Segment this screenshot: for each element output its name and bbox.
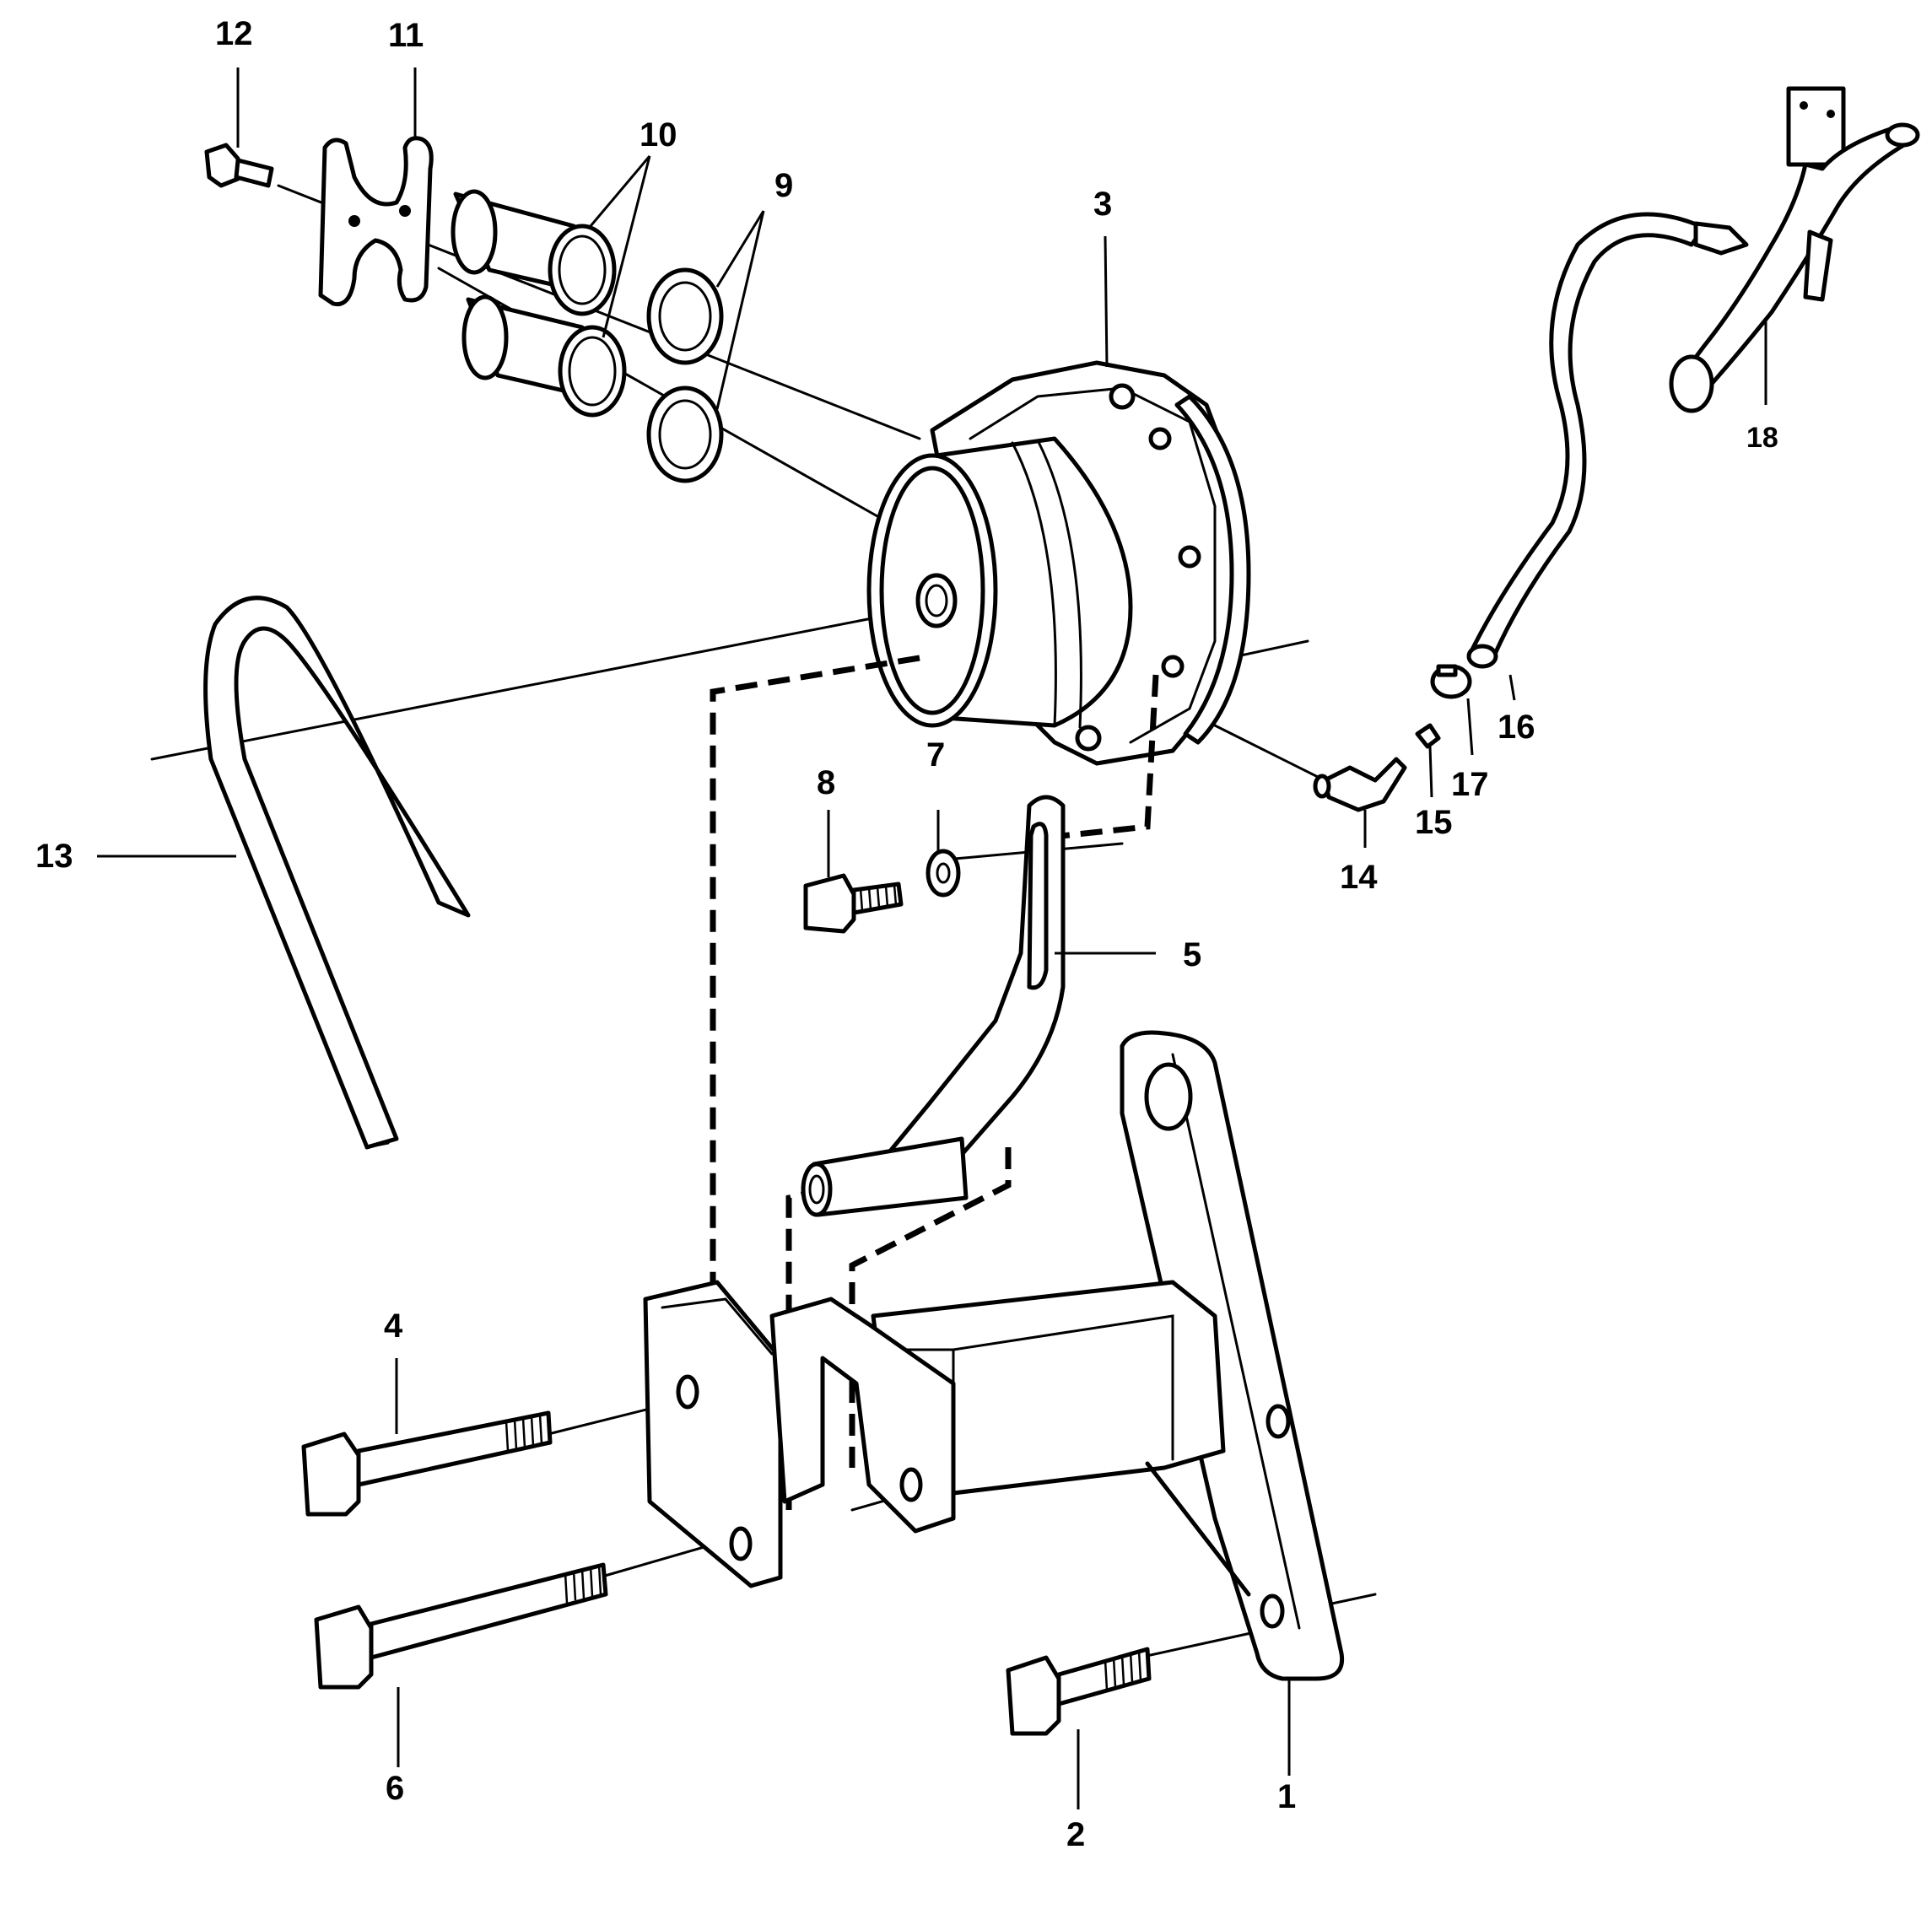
bolt-6	[314, 1562, 608, 1690]
washer-7	[926, 849, 961, 898]
sealing-ring-upper	[646, 267, 724, 365]
coupling-upper	[451, 189, 617, 316]
callout-8: 8	[817, 764, 836, 801]
hose-clamp	[1430, 664, 1472, 699]
mounting-bracket	[643, 1030, 1345, 1681]
drive-belt	[203, 596, 471, 1150]
callout-11: 11	[388, 17, 424, 54]
callout-1: 1	[1277, 1778, 1297, 1815]
clamp-plate	[318, 136, 434, 307]
callout-2: 2	[1066, 1816, 1086, 1853]
adjusting-arm	[801, 795, 1066, 1217]
water-pipe	[1669, 86, 1920, 413]
water-pump	[866, 360, 1251, 766]
coupling-lower	[461, 294, 627, 418]
callout-6: 6	[386, 1770, 405, 1807]
callout-9: 9	[774, 167, 794, 204]
callout-leaders	[97, 67, 1767, 1809]
elbow-fitting	[1313, 757, 1407, 812]
bolt-8	[803, 873, 904, 934]
bolt-4	[301, 1410, 553, 1517]
coolant-hose	[1466, 212, 1749, 669]
bolt-2	[1006, 1647, 1152, 1736]
sealing-ring-lower	[646, 386, 724, 483]
callout-17: 17	[1451, 766, 1489, 803]
callout-4: 4	[384, 1308, 403, 1345]
callout-10: 10	[640, 116, 677, 154]
callout-15: 15	[1415, 804, 1453, 841]
callout-5: 5	[1183, 936, 1202, 973]
callout-12: 12	[215, 15, 253, 52]
callout-16: 16	[1498, 709, 1535, 746]
callout-3: 3	[1093, 186, 1113, 223]
callout-18: 18	[1746, 422, 1778, 454]
bolt-12	[204, 143, 274, 188]
callout-7: 7	[926, 736, 946, 774]
callout-13: 13	[35, 838, 73, 875]
callout-14: 14	[1340, 859, 1378, 896]
hose-nipple	[1415, 723, 1441, 749]
